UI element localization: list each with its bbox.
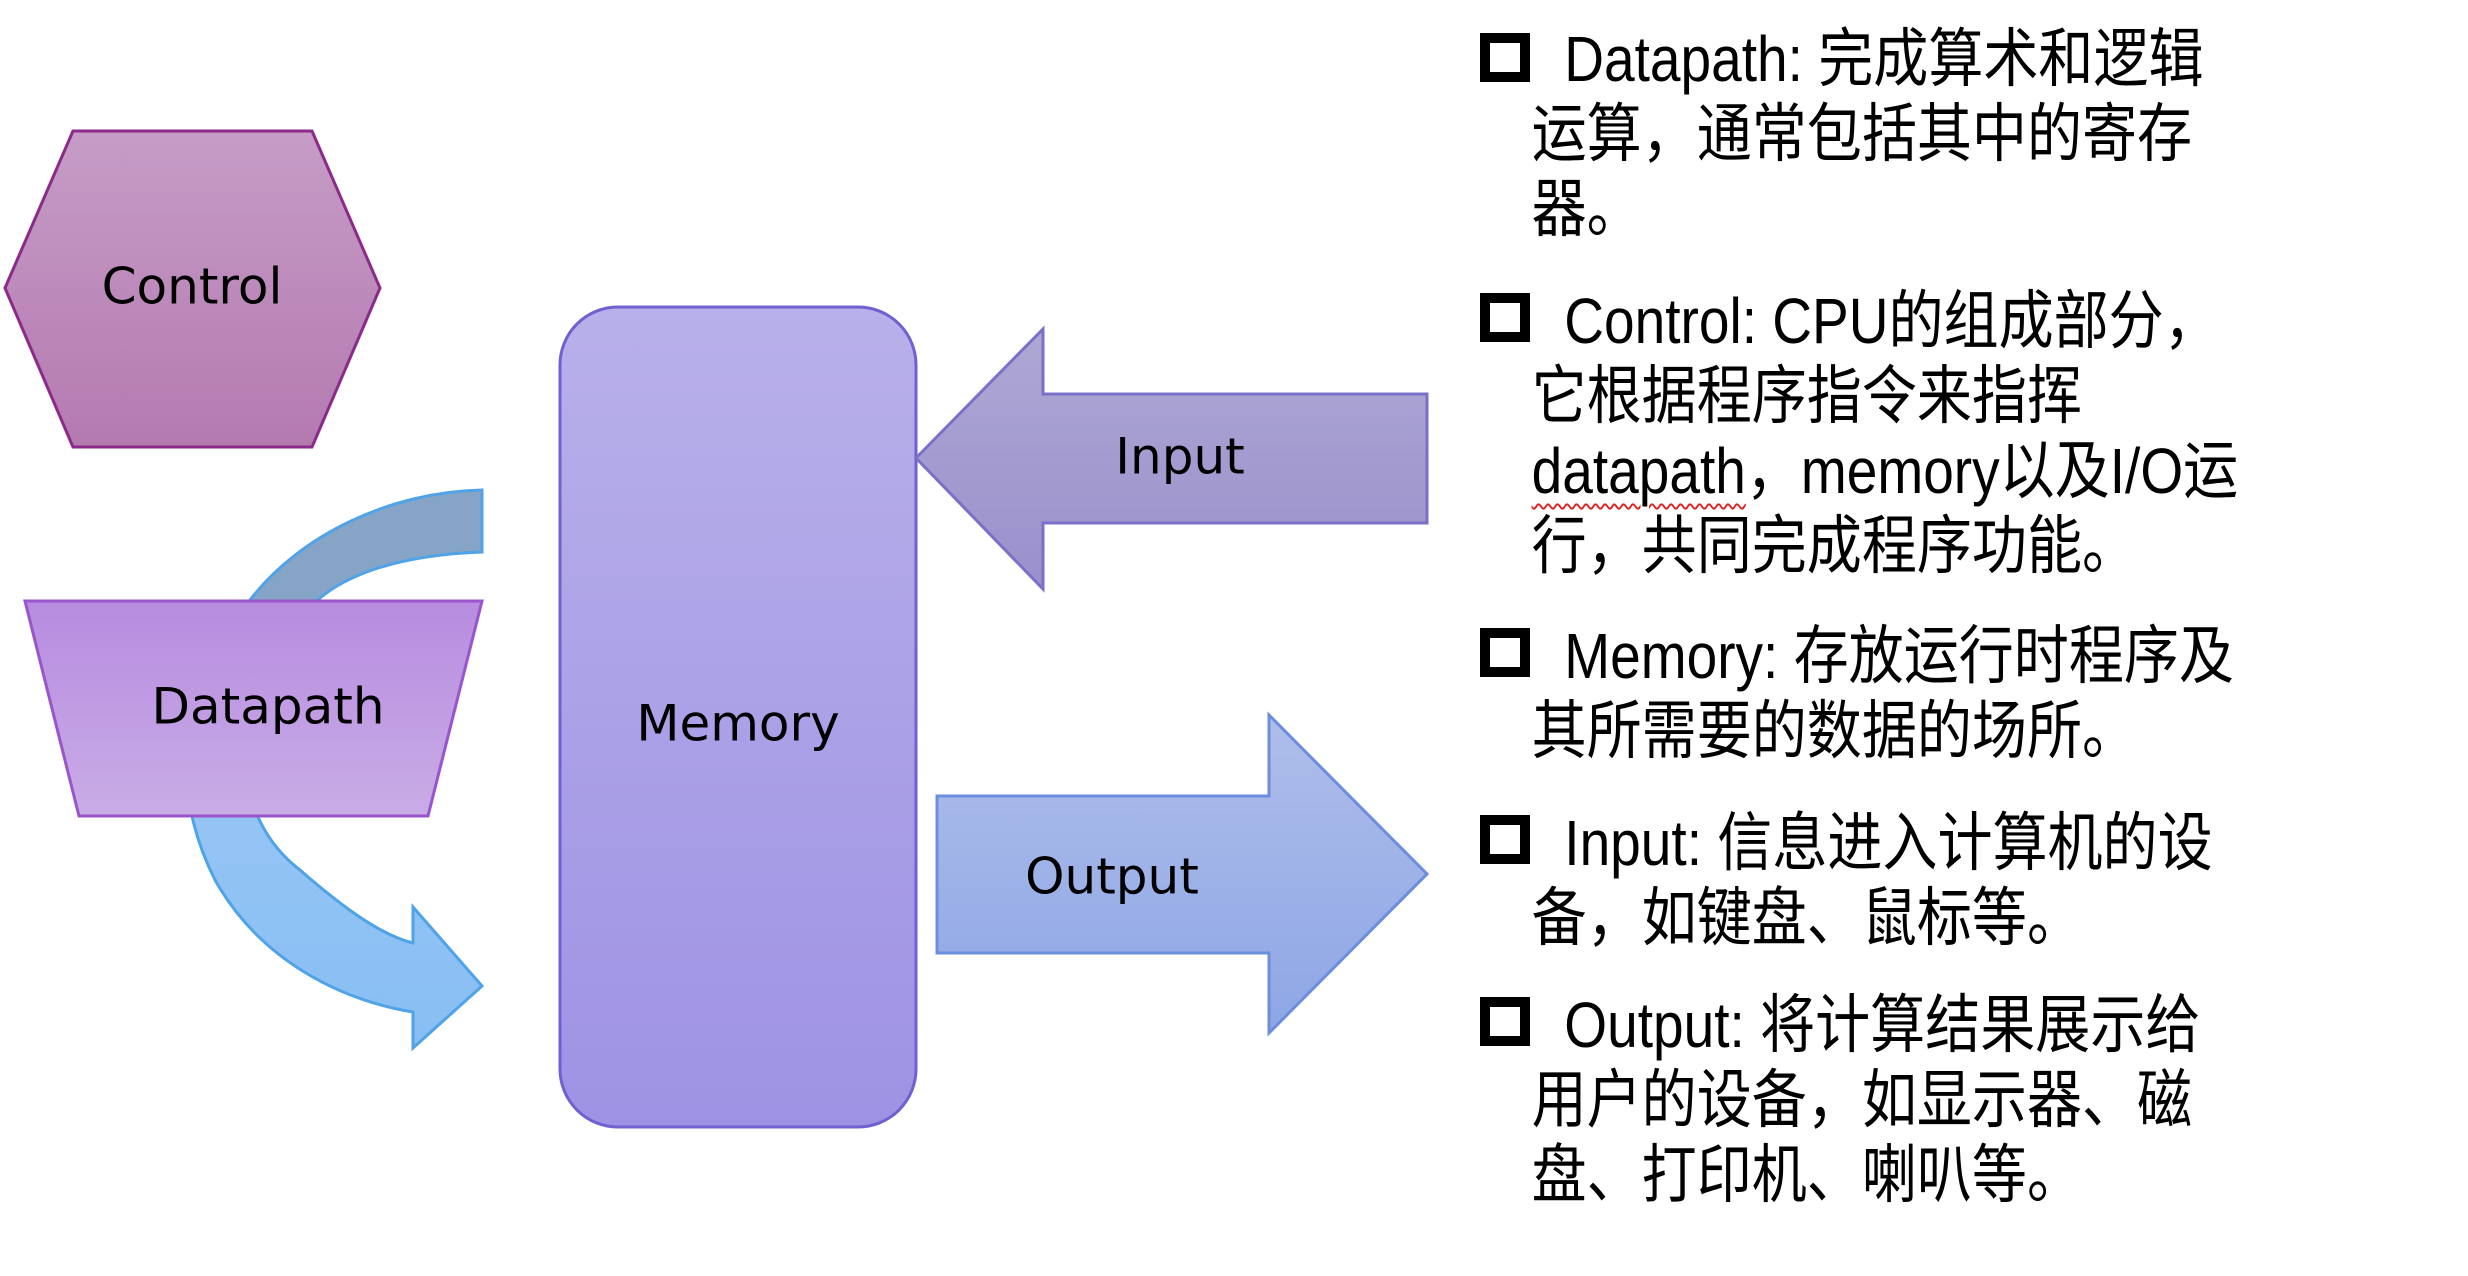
line: 运算，通常包括其中的寄存	[1531, 98, 2193, 170]
control-hexagon	[3, 129, 382, 449]
line: 备，如键盘、鼠标等。	[1531, 882, 2082, 954]
line: 用户的设备，如显示器、磁	[1531, 1064, 2193, 1136]
line: 存放运行时程序及	[1793, 620, 2234, 692]
line: 信息进入计算机的设	[1717, 807, 2213, 879]
line: 盘、打印机、喇叭等。	[1531, 1139, 2082, 1211]
memory-node: Memory	[558, 305, 918, 1129]
term: Memory:	[1564, 620, 1779, 692]
output-arrow	[935, 711, 1430, 1037]
datapath-trapezoid	[23, 599, 484, 818]
input-label: Input	[1115, 428, 1244, 486]
bullet-box-icon	[1480, 293, 1530, 342]
bullet-box-icon	[1480, 997, 1530, 1046]
line: 将计算结果展示给	[1760, 989, 2201, 1061]
description-memory: Memory: 存放运行时程序及 其所需要的数据的场所。	[1480, 619, 2460, 769]
output-node: Output	[935, 711, 1430, 1037]
description-output: Output: 将计算结果展示给 用户的设备，如显示器、磁 盘、打印机、喇叭等。	[1480, 988, 2460, 1213]
control-node: Control	[3, 129, 382, 449]
line: 它根据程序指令来指挥	[1531, 360, 2082, 432]
description-input: Input: 信息进入计算机的设 备，如键盘、鼠标等。	[1480, 806, 2460, 956]
line: 器。	[1531, 173, 1642, 245]
datapath-label: Datapath	[151, 678, 384, 736]
bullet-box-icon	[1480, 33, 1530, 82]
output-label: Output	[1025, 848, 1199, 906]
architecture-diagram: Control Datapath Memory Input Output	[3, 129, 1430, 1129]
term: Datapath:	[1564, 23, 1803, 95]
datapath-node: Datapath	[23, 599, 484, 818]
term: Output:	[1564, 989, 1745, 1061]
line: 完成算术和逻辑	[1818, 23, 2204, 95]
line: 其所需要的数据的场所。	[1531, 695, 2138, 767]
line: 行，共同完成程序功能。	[1531, 510, 2138, 582]
bullet-box-icon	[1480, 815, 1530, 864]
memory-rectangle	[558, 305, 918, 1129]
term: Control:	[1564, 285, 1758, 357]
term: Input:	[1564, 807, 1702, 879]
control-label: Control	[102, 258, 283, 316]
spellcheck-flagged-word: datapath	[1531, 435, 1746, 507]
input-arrow	[913, 325, 1429, 593]
line: CPU的组成部分，	[1772, 285, 2219, 357]
line-with-spellcheck: datapath，memory以及I/O运	[1531, 435, 2239, 507]
description-datapath: Datapath: 完成算术和逻辑 运算，通常包括其中的寄存 器。	[1480, 22, 2460, 247]
description-control: Control: CPU的组成部分， 它根据程序指令来指挥 datapath，m…	[1480, 284, 2460, 584]
memory-label: Memory	[636, 695, 839, 753]
bullet-box-icon	[1480, 628, 1530, 677]
input-node: Input	[913, 325, 1429, 593]
